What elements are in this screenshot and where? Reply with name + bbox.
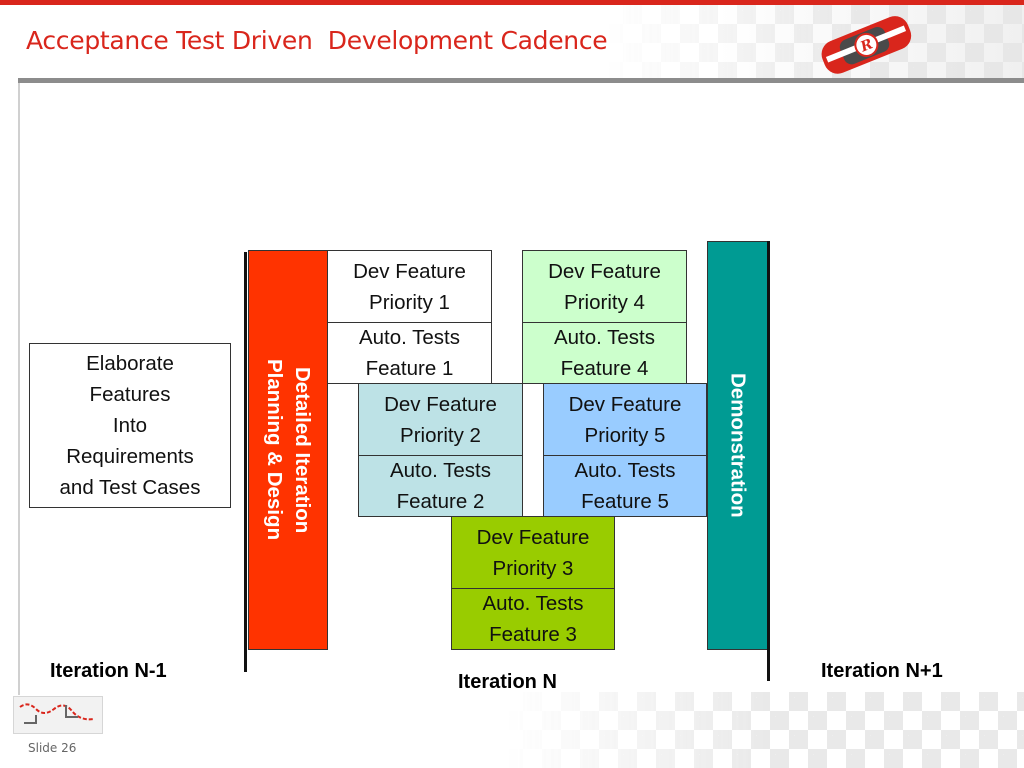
checkered-flag-pattern-bottom: [504, 692, 1024, 768]
auto-tests-feature-5: Auto. Tests Feature 5: [543, 455, 707, 517]
demonstration-bar: Demonstration: [707, 241, 768, 650]
slide-number: Slide 26: [28, 741, 77, 755]
iteration-boundary-right: [767, 241, 770, 681]
iteration-current-label: Iteration N: [458, 671, 557, 693]
planning-design-label: Detailed Iteration Planning & Design: [263, 359, 314, 541]
track-map-icon: [13, 696, 103, 734]
iteration-boundary-left: [244, 252, 247, 672]
checkered-flag-pattern-top: [604, 5, 1024, 78]
auto-tests-feature-3: Auto. Tests Feature 3: [451, 588, 615, 650]
dev-feature-priority-3: Dev Feature Priority 3: [451, 516, 615, 589]
auto-tests-feature-2: Auto. Tests Feature 2: [358, 455, 523, 517]
left-margin-rule: [18, 83, 20, 695]
elaborate-features-box: Elaborate Features Into Requirements and…: [29, 343, 231, 508]
svg-text:R: R: [857, 36, 875, 56]
auto-tests-feature-1: Auto. Tests Feature 1: [327, 322, 492, 384]
race-car-logo-icon: R: [821, 16, 912, 74]
dev-feature-priority-5: Dev Feature Priority 5: [543, 383, 707, 456]
auto-tests-feature-4: Auto. Tests Feature 4: [522, 322, 687, 384]
slide-title: Acceptance Test Driven Development Caden…: [26, 26, 608, 55]
title-divider: [18, 78, 1024, 83]
top-accent-line: [0, 0, 1024, 5]
planning-design-bar: Detailed Iteration Planning & Design: [248, 250, 328, 650]
iteration-previous-label: Iteration N-1: [50, 660, 167, 682]
dev-feature-priority-4: Dev Feature Priority 4: [522, 250, 687, 323]
dev-feature-priority-2: Dev Feature Priority 2: [358, 383, 523, 456]
iteration-next-label: Iteration N+1: [821, 660, 943, 682]
dev-feature-priority-1: Dev Feature Priority 1: [327, 250, 492, 323]
demonstration-label: Demonstration: [726, 373, 750, 518]
